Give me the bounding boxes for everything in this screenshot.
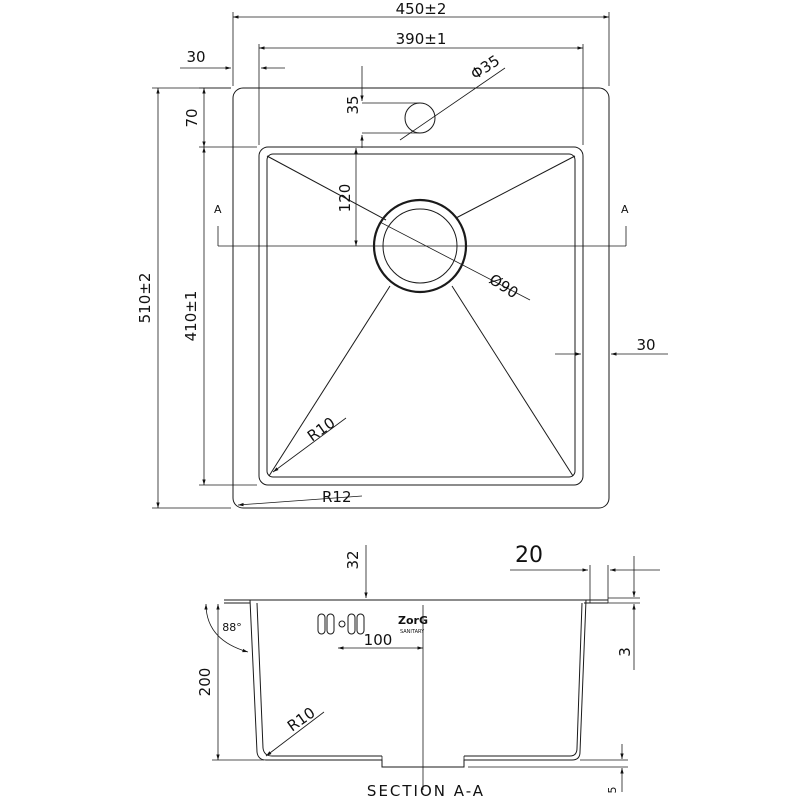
leader-inner-radius bbox=[272, 417, 347, 473]
overflow-slot bbox=[317, 613, 326, 635]
dim-side-rim: 30 bbox=[636, 336, 655, 354]
dim-wall-angle: 88° bbox=[222, 621, 242, 634]
dim-inner-radius: R10 bbox=[304, 414, 339, 446]
dim-tap-hole-from-edge: 70 bbox=[183, 108, 201, 127]
slope-line-bottom-left bbox=[268, 285, 391, 477]
brand-logo-sub: SANITARY bbox=[400, 629, 425, 635]
top-view: A A 450±2 390±1 30 Φ35 35 70 120 bbox=[136, 0, 668, 509]
dim-outer-radius: R12 bbox=[322, 488, 352, 506]
dim-rim-height: 3 bbox=[616, 647, 634, 657]
overflow-slot bbox=[326, 613, 335, 635]
dim-drain-depth: 32 bbox=[344, 550, 362, 569]
overflow-slot bbox=[347, 613, 356, 635]
section-bowl-inner bbox=[256, 602, 583, 757]
dim-bottom-offset: 5 bbox=[606, 787, 619, 794]
dim-rim-thickness-label: 20 bbox=[515, 543, 543, 568]
dim-overall-width: 450±2 bbox=[396, 0, 447, 18]
leader-drain bbox=[379, 221, 531, 301]
leader-tap-hole bbox=[399, 67, 506, 141]
dim-inner-depth: 410±1 bbox=[182, 291, 200, 342]
overflow-holes bbox=[317, 613, 365, 635]
dim-drain-offset: 120 bbox=[336, 184, 354, 213]
dim-inner-width: 390±1 bbox=[396, 30, 447, 48]
leader-bottom-radius bbox=[265, 711, 325, 757]
overflow-dot bbox=[338, 620, 346, 628]
leader-outer-radius bbox=[237, 495, 363, 507]
dim-bowl-depth: 200 bbox=[196, 668, 214, 697]
dim-overall-depth: 510±2 bbox=[136, 273, 154, 324]
section-title: SECTION A-A bbox=[367, 782, 485, 800]
dim-bottom-radius: R10 bbox=[284, 704, 319, 736]
slope-line-top-right bbox=[455, 155, 576, 219]
brand-logo-text: ZorG bbox=[398, 614, 428, 627]
section-marker-right: A bbox=[621, 203, 629, 216]
dim-tap-hole-diameter: Φ35 bbox=[467, 51, 503, 83]
bowl-outline-outer bbox=[258, 146, 584, 486]
bowl-outline-inner bbox=[266, 153, 576, 478]
dim-drain-diameter: Ø90 bbox=[486, 270, 522, 302]
brand-logo: ZorG SANITARY bbox=[398, 614, 428, 635]
overflow-slot bbox=[356, 613, 365, 635]
dim-rim-offset: 30 bbox=[186, 48, 205, 66]
slope-line-bottom-right bbox=[451, 285, 574, 477]
dim-tap-hole-offset: 35 bbox=[344, 95, 362, 114]
dim-overflow-spacing: 100 bbox=[364, 631, 393, 649]
section-marker-left: A bbox=[214, 203, 222, 216]
outer-rim-outline bbox=[232, 87, 610, 509]
tap-hole bbox=[404, 102, 436, 134]
section-view: ZorG SANITARY 32 100 20 3 88° 200 R10 bbox=[196, 543, 660, 800]
slope-line-top-left bbox=[266, 155, 387, 221]
